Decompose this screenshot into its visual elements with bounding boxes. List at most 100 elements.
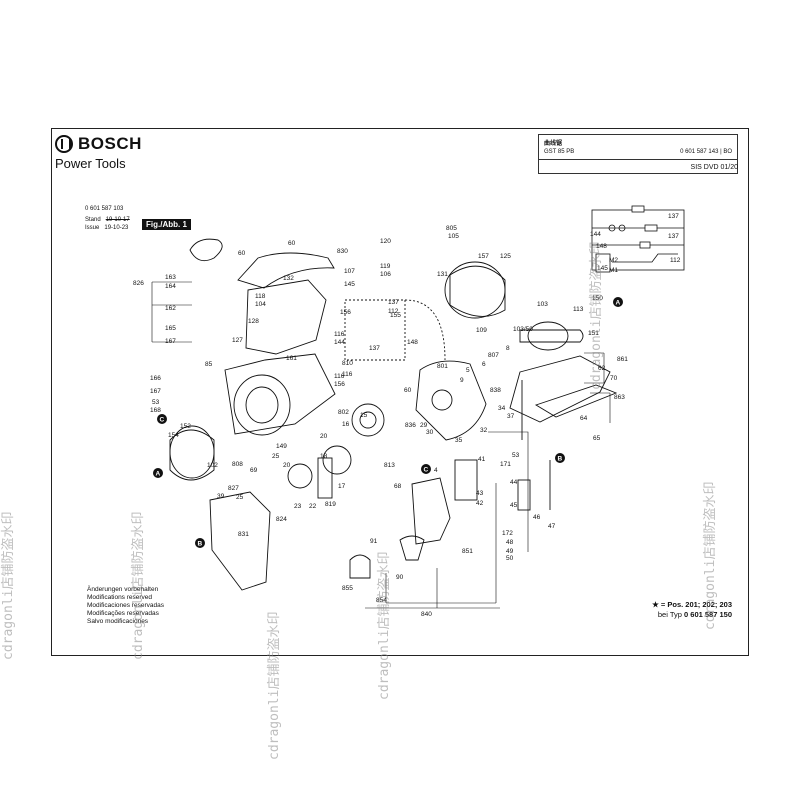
callout: 863 xyxy=(614,394,625,401)
callout: 49 xyxy=(506,548,514,555)
callout: 64 xyxy=(580,415,588,422)
callout: 91 xyxy=(370,538,378,545)
callout: 32 xyxy=(480,427,488,434)
callout: 854 xyxy=(376,597,387,604)
callout: 166 xyxy=(150,375,161,382)
callout: 162 xyxy=(165,305,176,312)
knob-part xyxy=(189,238,223,262)
callout: 41 xyxy=(478,456,486,463)
note-line: Salvo modificaciones xyxy=(87,618,149,625)
callout-labels: 60 60 830 805 105 120 125 826 163 164 16… xyxy=(133,225,628,618)
brand-block: BOSCH Power Tools xyxy=(55,134,142,171)
callout: 861 xyxy=(617,356,628,363)
callout: 18 xyxy=(320,453,328,460)
callout: 68 xyxy=(394,483,402,490)
schematic-label-137b: 137 xyxy=(668,233,679,240)
bosch-logo-icon xyxy=(55,135,73,153)
base-plate-part xyxy=(509,355,611,423)
callout: 48 xyxy=(506,539,514,546)
callout: 39 xyxy=(217,493,225,500)
callout: 105 xyxy=(448,233,459,240)
callout: 4 xyxy=(434,467,438,474)
pos-note-line1: ★ = Pos. 201; 202; 203 xyxy=(652,600,732,609)
model-info-box: 曲线锯 GST 85 PB 0 601 587 143 | BO xyxy=(538,134,738,174)
callout: 85 xyxy=(205,361,213,368)
callout: 830 xyxy=(337,248,348,255)
tag-a: A xyxy=(616,300,621,307)
callout: 70 xyxy=(610,375,618,382)
callout: 156 xyxy=(334,381,345,388)
callout: 112 xyxy=(388,308,399,315)
callout: 43 xyxy=(476,490,484,497)
callout: 60 xyxy=(238,250,246,257)
callout: 819 xyxy=(325,501,336,508)
callout: 116 xyxy=(334,331,345,338)
drawing-sheet-frame xyxy=(51,128,749,656)
callout: 149 xyxy=(276,443,287,450)
callout: 107 xyxy=(344,268,355,275)
gear-housing-part xyxy=(415,360,487,441)
callout: 156 xyxy=(340,309,351,316)
callout: 851 xyxy=(462,548,473,555)
callout: 102 xyxy=(207,462,218,469)
callout: 155 xyxy=(390,312,401,319)
callout: 113 xyxy=(573,306,584,313)
callout: 22 xyxy=(309,503,317,510)
callout: 106 xyxy=(380,271,391,278)
tag-c: C xyxy=(160,417,165,424)
callout: 44 xyxy=(510,479,518,486)
callout: 148 xyxy=(407,339,418,346)
callout: 171 xyxy=(500,461,511,468)
callout: 128 xyxy=(248,318,259,325)
callout: 65 xyxy=(593,435,601,442)
callout: 801 xyxy=(437,363,448,370)
part-drawings xyxy=(169,238,618,591)
tag-c: C xyxy=(424,467,429,474)
watermark-text: cdragonli店铺防盗水印 xyxy=(0,512,16,660)
callout: 150 xyxy=(592,295,603,302)
callout: 167 xyxy=(165,338,176,345)
modification-notes: Änderungen vorbehalten Modifications res… xyxy=(87,586,164,626)
part-number: 0 601 587 103 xyxy=(85,206,124,212)
pos-note-prefix: bei Typ xyxy=(657,610,685,619)
callout: 90 xyxy=(396,574,404,581)
watermark-text: cdragonli店铺防盗水印 xyxy=(702,482,718,630)
callout: 145 xyxy=(344,281,355,288)
callout: 157 xyxy=(478,253,489,260)
callout: 29 xyxy=(420,422,428,429)
brand-name: BOSCH xyxy=(78,134,142,153)
callout: 137 xyxy=(388,299,399,306)
callout: 802 xyxy=(338,409,349,416)
dvd-label: SIS DVD 01/20 xyxy=(690,164,738,171)
callout: 62 xyxy=(598,365,606,372)
plunger-guide-part xyxy=(411,477,451,545)
callout: 45 xyxy=(510,502,518,509)
issue-label: Issue xyxy=(85,225,100,231)
callout: 119 xyxy=(380,263,391,270)
callout: 154 xyxy=(168,432,179,439)
wiring-path xyxy=(344,299,406,361)
callout: 53 xyxy=(152,399,160,406)
info-title: 曲线锯 xyxy=(544,141,563,147)
note-line: Modificaciones reservadas xyxy=(87,602,164,609)
issue-date: 19-10-23 xyxy=(104,225,129,231)
callout: 855 xyxy=(342,585,353,592)
callout: 5 xyxy=(466,367,470,374)
callout: 23 xyxy=(294,503,302,510)
callout: 805 xyxy=(446,225,457,232)
schematic-label-144: 144 xyxy=(590,231,601,238)
wiring-schematic xyxy=(591,205,685,273)
callout: 34 xyxy=(498,405,506,412)
callout: 172 xyxy=(502,530,513,537)
schematic-label-112: 112 xyxy=(670,257,681,264)
callout: 15 xyxy=(360,412,368,419)
callout: 807 xyxy=(488,352,499,359)
brand-subtitle: Power Tools xyxy=(55,156,126,171)
callout: 826 xyxy=(133,280,144,287)
callout: 167 xyxy=(150,388,161,395)
callout: 46 xyxy=(533,514,541,521)
tag-b: B xyxy=(198,541,203,548)
callout: 16 xyxy=(342,421,350,428)
note-line: Modificações reservadas xyxy=(87,610,159,617)
callout: 118 xyxy=(255,293,266,300)
